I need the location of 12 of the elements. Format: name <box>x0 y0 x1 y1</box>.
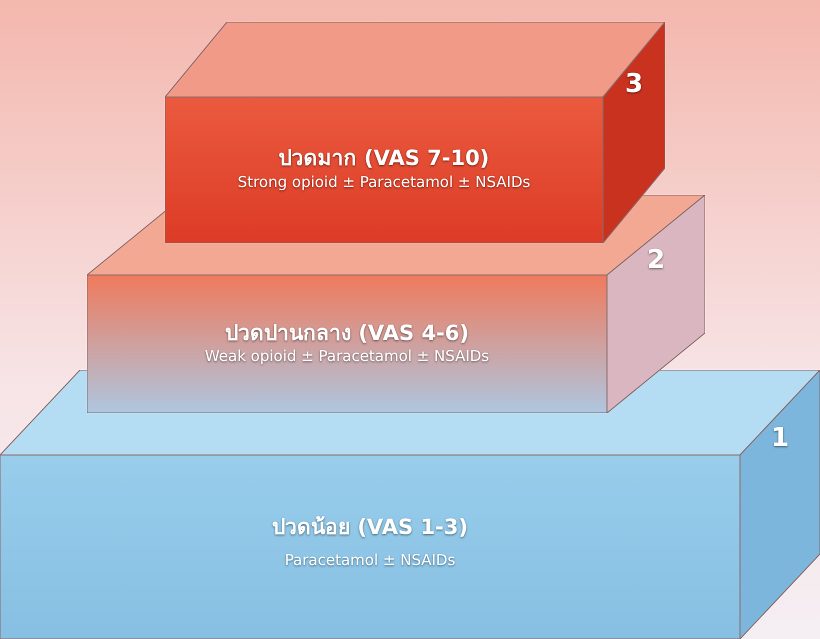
step-number: 2 <box>646 245 666 275</box>
drug-regimen-text: Strong opioid ± Paracetamol ± NSAIDs <box>236 172 532 191</box>
pain-level-heading: ปวดมาก (VAS 7-10) <box>278 144 490 172</box>
stacked-block <box>87 195 705 413</box>
step-number: 1 <box>770 423 790 453</box>
drug-regimen-text: Weak opioid ± Paracetamol ± NSAIDs <box>204 346 490 365</box>
step-number: 3 <box>624 69 644 99</box>
drug-regimen-text: Paracetamol ± NSAIDs <box>284 550 456 569</box>
stacked-block <box>165 22 665 243</box>
pain-level-heading: ปวดปานกลาง (VAS 4-6) <box>224 320 470 348</box>
pain-level-heading: ปวดน้อย (VAS 1-3) <box>271 514 469 542</box>
stacked-block <box>0 370 820 639</box>
